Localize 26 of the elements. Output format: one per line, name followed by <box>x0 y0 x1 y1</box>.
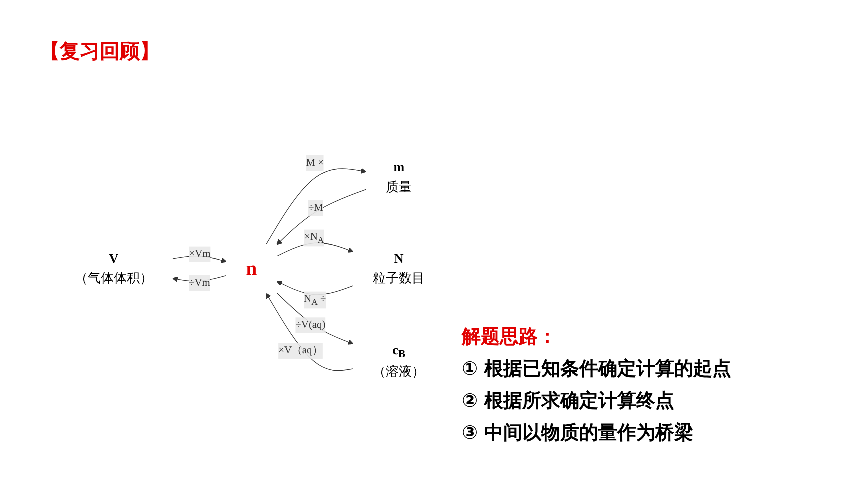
arrow <box>276 189 367 246</box>
edge-label: ÷Vm <box>188 278 210 289</box>
arrow <box>276 281 354 296</box>
edge-label: ÷V(aq) <box>296 320 326 331</box>
edge-label: ×Vm <box>189 248 211 260</box>
edge-label: N$_{A}$ ÷ <box>304 294 326 308</box>
arrow <box>172 256 227 264</box>
node-text: V （气体体积） <box>74 252 154 286</box>
edge-label: M × <box>306 158 324 169</box>
node-text: c$_{B}$ （溶液） <box>373 343 426 380</box>
arrow <box>266 293 354 372</box>
arrow <box>266 168 367 245</box>
step-text: ① 根据已知条件确定计算的起点 <box>462 357 732 382</box>
step-text: ② 根据所求确定计算终点 <box>462 389 676 414</box>
steps-heading: 解题思路： <box>462 325 558 350</box>
step-text: ③ 中间以物质的量作为桥梁 <box>462 421 695 446</box>
node-text: m 质量 <box>386 160 412 195</box>
edge-label: ÷M <box>308 202 324 214</box>
edge-label: ×N$_{A}$ <box>304 232 324 246</box>
arrow <box>276 242 354 258</box>
node-text: N 粒子数目 <box>373 252 426 286</box>
edge-label: ×V（aq） <box>278 345 323 356</box>
node-text: n <box>246 258 258 280</box>
arrow <box>276 292 354 346</box>
section-heading: 【复习回顾】 <box>40 38 160 65</box>
arrow <box>172 276 228 283</box>
